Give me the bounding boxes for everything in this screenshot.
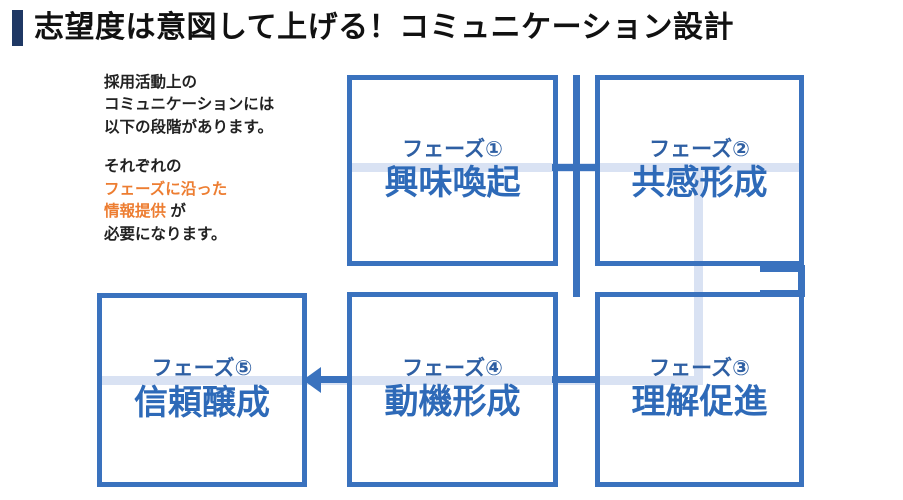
lead-line-3: 以下の段階があります。 (104, 118, 273, 136)
highlight-band-row2 (100, 376, 703, 385)
phase-3-label: フェーズ③ (649, 356, 750, 380)
connector-phase2-phase3-stub-top (760, 265, 805, 272)
phase-1-name: 興味喚起 (384, 164, 521, 203)
lead-line-5-highlight: フェーズに沿った (104, 180, 228, 198)
phase-box-1[interactable]: フェーズ① 興味喚起 (347, 75, 558, 266)
connector-row-bridge-vertical (573, 75, 580, 297)
lead-line-6: 情報提供 が (104, 201, 334, 223)
slide-title-bar: 志望度は意図して上げる！コミュニケーション設計 (0, 0, 903, 56)
phase-2-label: フェーズ② (649, 137, 750, 161)
phase-4-label: フェーズ④ (402, 356, 503, 380)
phase-box-2[interactable]: フェーズ② 共感形成 (595, 75, 804, 266)
title-accent-bar (12, 10, 23, 46)
lead-line-6-suffix: が (166, 203, 186, 221)
lead-line-1: 採用活動上の (104, 74, 198, 91)
connector-phase2-phase3 (798, 265, 805, 297)
connector-phase4-phase5 (320, 376, 352, 383)
phase-1-label: フェーズ① (402, 137, 503, 161)
phase-box-4[interactable]: フェーズ④ 動機形成 (347, 292, 558, 487)
lead-line-4: それぞれの (104, 158, 182, 176)
phase-box-3[interactable]: フェーズ③ 理解促進 (595, 292, 804, 487)
phase-4-name: 動機形成 (384, 383, 521, 422)
phase-5-name: 信頼醸成 (134, 383, 270, 422)
page-title: 志望度は意図して上げる！コミュニケーション設計 (34, 11, 734, 44)
phase-3-name: 理解促進 (631, 383, 768, 422)
phase-box-5[interactable]: フェーズ⑤ 信頼醸成 (97, 293, 307, 487)
lead-line-7: 必要になります。 (104, 225, 227, 243)
phase-5-label: フェーズ⑤ (151, 357, 253, 381)
lead-line-2: コミュニケーションには (104, 96, 275, 114)
lead-description: 採用活動上の コミュニケーションには 以下の段階があります。 それぞれの フェー… (104, 72, 334, 246)
connector-phase3-phase4 (552, 376, 600, 383)
arrow-head-icon (303, 367, 321, 393)
phase-2-name: 共感形成 (631, 164, 768, 203)
lead-line-6-highlight: 情報提供 (104, 203, 167, 221)
highlight-band-vertical (694, 163, 703, 385)
